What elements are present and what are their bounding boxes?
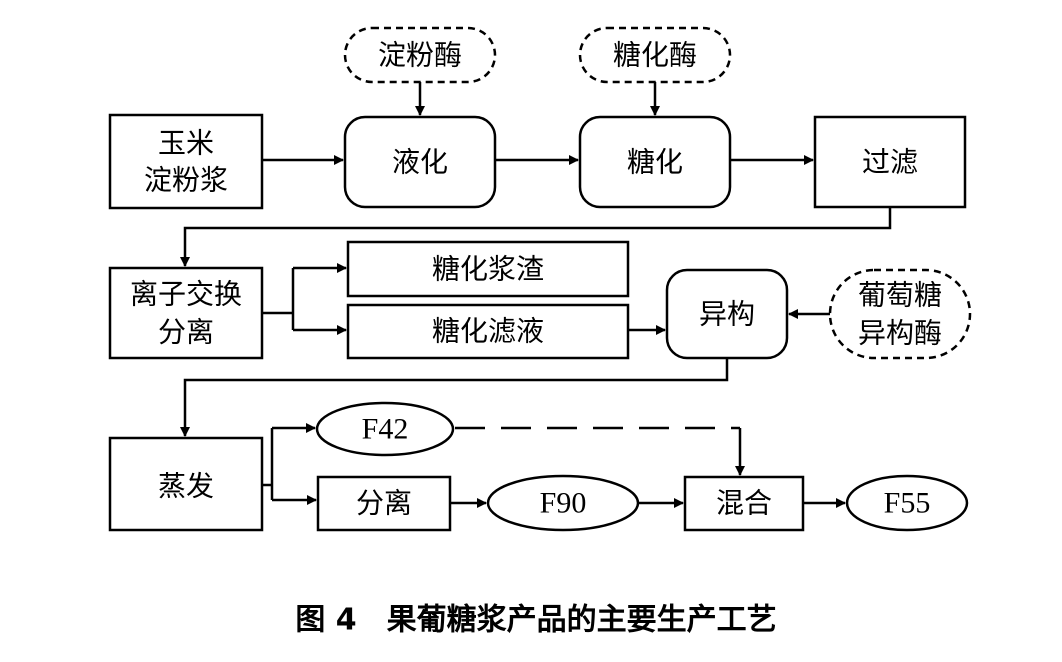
- node-isomerization: 异构: [665, 268, 789, 360]
- node-corn-starch-slurry: 玉米 淀粉浆: [108, 113, 264, 210]
- svg-text:糖化酶: 糖化酶: [613, 39, 697, 72]
- node-f42: F42: [315, 401, 455, 457]
- svg-text:葡萄糖: 葡萄糖: [858, 279, 942, 312]
- svg-text:糖化: 糖化: [627, 146, 683, 179]
- node-saccharified-filtrate: 糖化滤液: [346, 303, 630, 360]
- node-mixing: 混合: [683, 475, 805, 532]
- svg-text:液化: 液化: [392, 146, 448, 179]
- node-evaporation: 蒸发: [108, 436, 264, 532]
- svg-text:分离: 分离: [158, 316, 214, 349]
- svg-text:分离: 分离: [356, 487, 412, 520]
- node-f90: F90: [486, 474, 640, 532]
- svg-text:淀粉浆: 淀粉浆: [144, 164, 228, 197]
- svg-text:淀粉酶: 淀粉酶: [378, 39, 462, 72]
- node-f55: F55: [845, 474, 969, 532]
- svg-text:F42: F42: [362, 413, 409, 446]
- svg-text:离子交换: 离子交换: [130, 278, 242, 311]
- node-liquefaction: 液化: [343, 115, 497, 209]
- node-filtration: 过滤: [813, 115, 967, 209]
- arrow-filtration-to-ion-exchange: [180, 207, 892, 267]
- node-saccharification: 糖化: [578, 115, 732, 209]
- svg-text:F55: F55: [884, 487, 931, 520]
- svg-text:蒸发: 蒸发: [158, 470, 214, 503]
- svg-text:糖化浆渣: 糖化浆渣: [432, 253, 544, 286]
- svg-text:糖化滤液: 糖化滤液: [432, 315, 544, 348]
- node-ion-exchange-separation: 离子交换 分离: [108, 266, 264, 360]
- split-ion-exchange: [262, 268, 295, 330]
- node-glucose-isomerase: 葡萄糖 异构酶: [828, 268, 972, 360]
- node-separation: 分离: [316, 475, 452, 532]
- svg-text:混合: 混合: [716, 487, 772, 520]
- node-amylase: 淀粉酶: [343, 26, 497, 84]
- svg-text:异构: 异构: [699, 298, 755, 331]
- svg-text:玉米: 玉米: [158, 127, 214, 160]
- svg-text:过滤: 过滤: [862, 146, 918, 179]
- connectors: [180, 82, 892, 508]
- node-glucoamylase: 糖化酶: [578, 26, 732, 84]
- arrow-isomerization-to-evaporation: [180, 358, 729, 437]
- node-saccharified-residue: 糖化浆渣: [346, 240, 630, 298]
- svg-text:异构酶: 异构酶: [858, 317, 942, 350]
- svg-text:F90: F90: [540, 487, 587, 520]
- figure-caption: 图 4 果葡糖浆产品的主要生产工艺: [295, 603, 776, 638]
- split-evaporation: [262, 428, 274, 500]
